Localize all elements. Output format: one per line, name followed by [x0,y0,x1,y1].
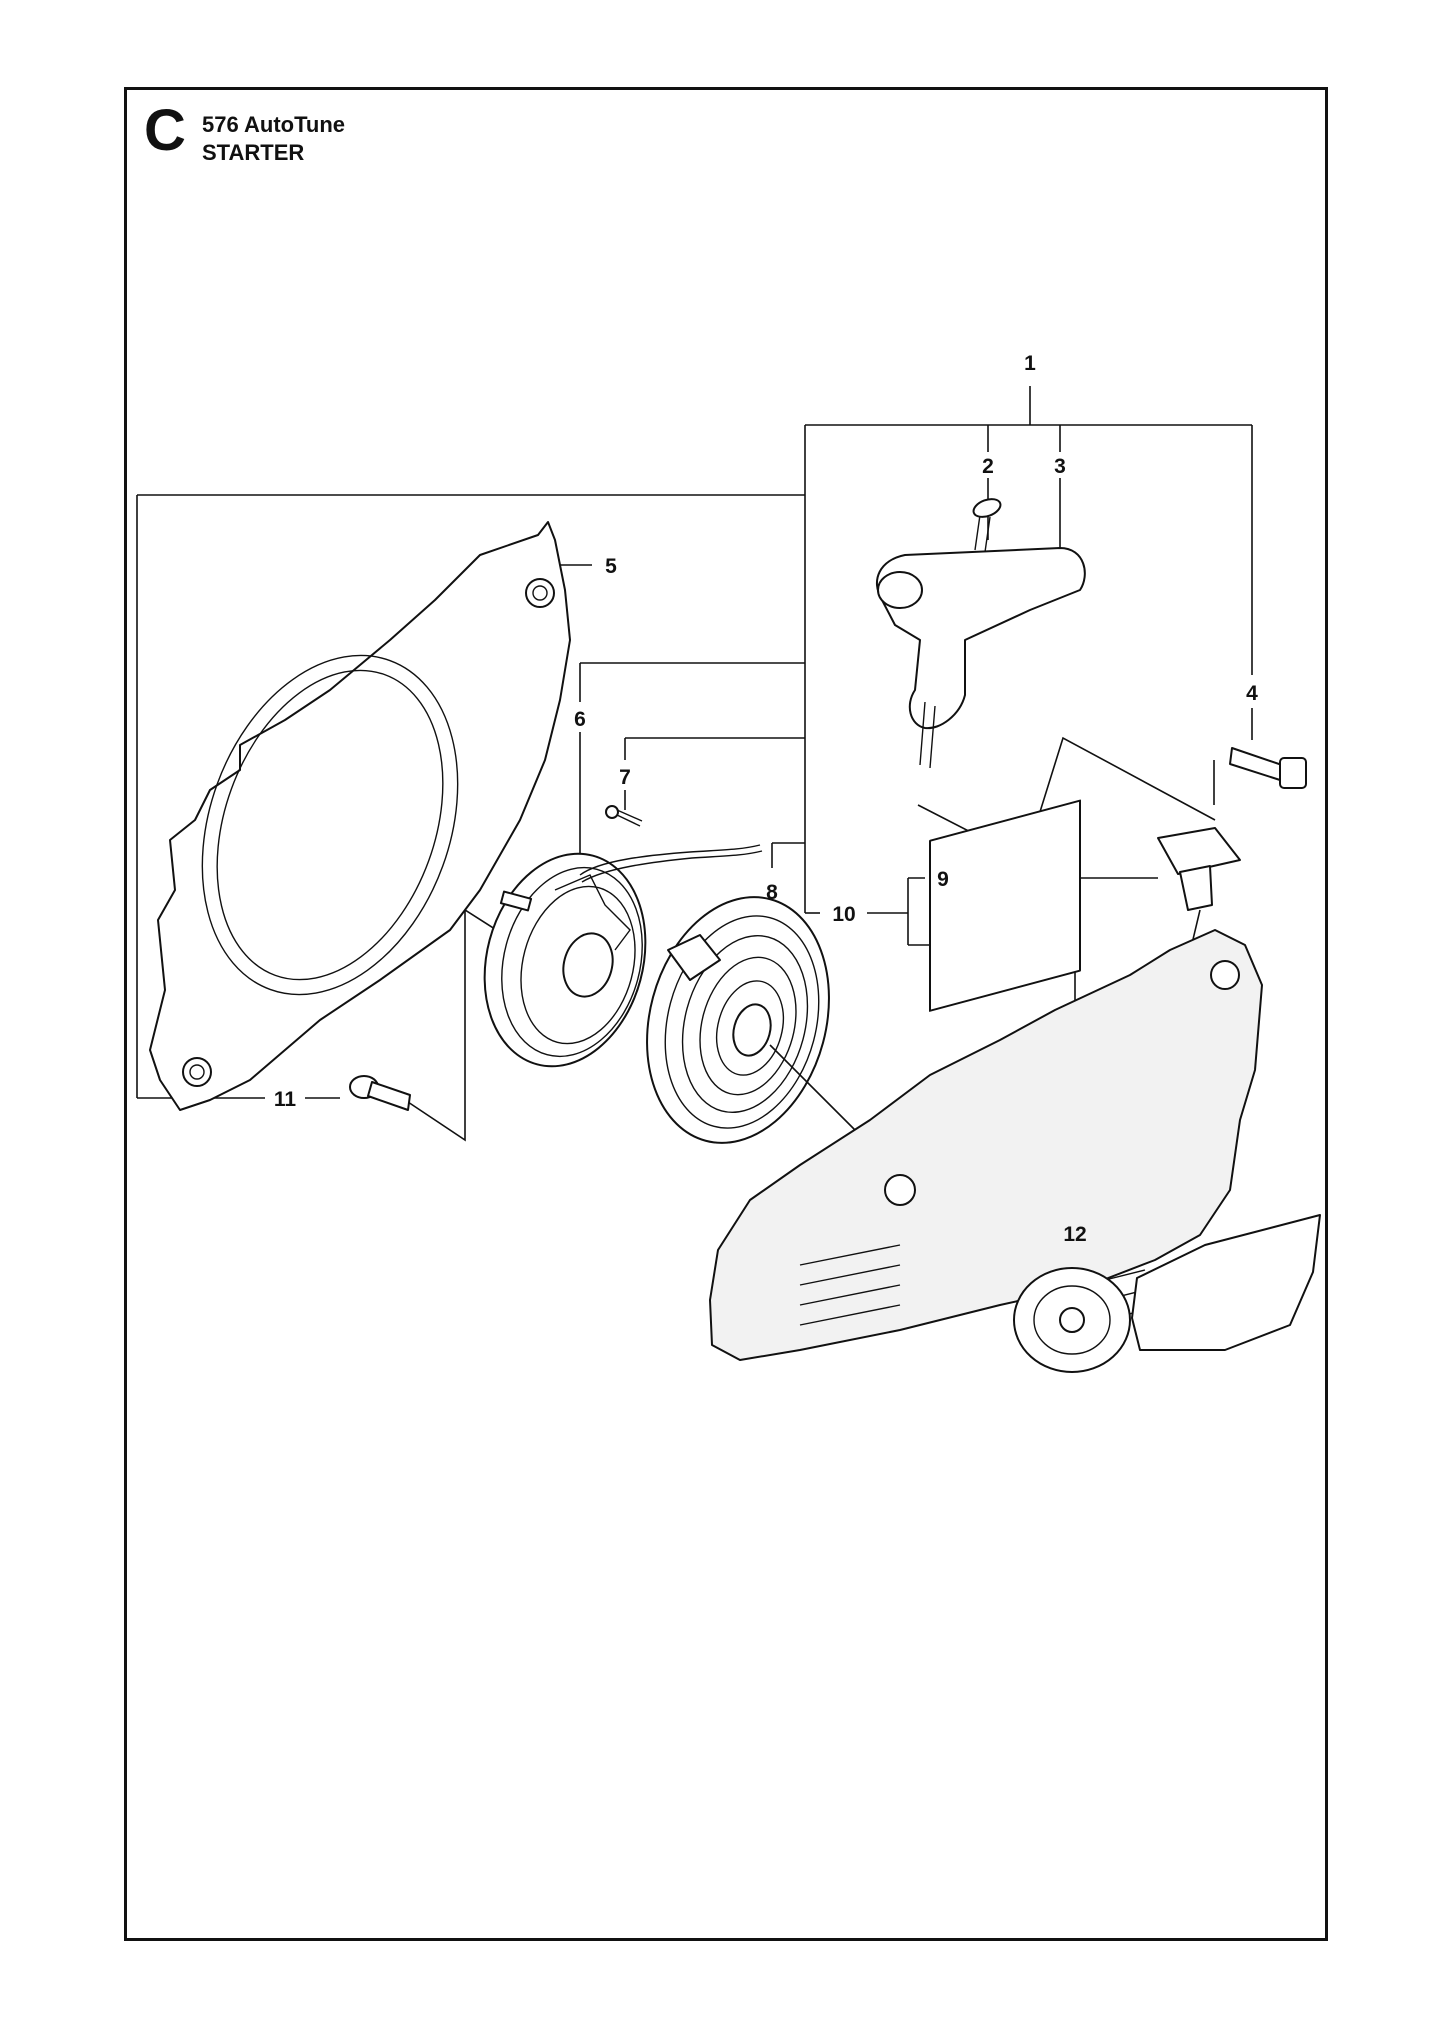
starter-cover-plate [149,521,571,1111]
callout-12: 12 [1063,1223,1086,1246]
callout-5: 5 [605,555,617,578]
screw-11 [349,1075,411,1111]
callout-labels: 1 2 3 4 5 6 7 8 9 10 11 12 [274,352,1258,1246]
recoil-spring [646,896,861,1144]
page-frame [124,87,1328,1941]
model-name: 576 AutoTune [202,112,346,137]
callout-7: 7 [619,766,631,789]
callout-2: 2 [982,455,994,478]
callout-4: 4 [1246,682,1258,705]
callout-11: 11 [274,1088,297,1111]
page-title: 576 AutoTune STARTER [202,111,345,167]
callout-9: 9 [937,868,949,891]
starter-housing [709,799,1263,1373]
callout-3: 3 [1054,455,1066,478]
starter-handle [876,498,1086,769]
section-letter: C [144,98,186,163]
callout-10: 10 [832,903,855,926]
callout-8: 8 [766,881,778,904]
bolt-4 [1229,747,1307,789]
callout-1: 1 [1024,352,1036,375]
decal [1131,1214,1321,1351]
small-screw [605,805,643,827]
callout-6: 6 [574,708,586,731]
group-name: STARTER [202,140,305,165]
rope-pulley [483,844,763,1068]
